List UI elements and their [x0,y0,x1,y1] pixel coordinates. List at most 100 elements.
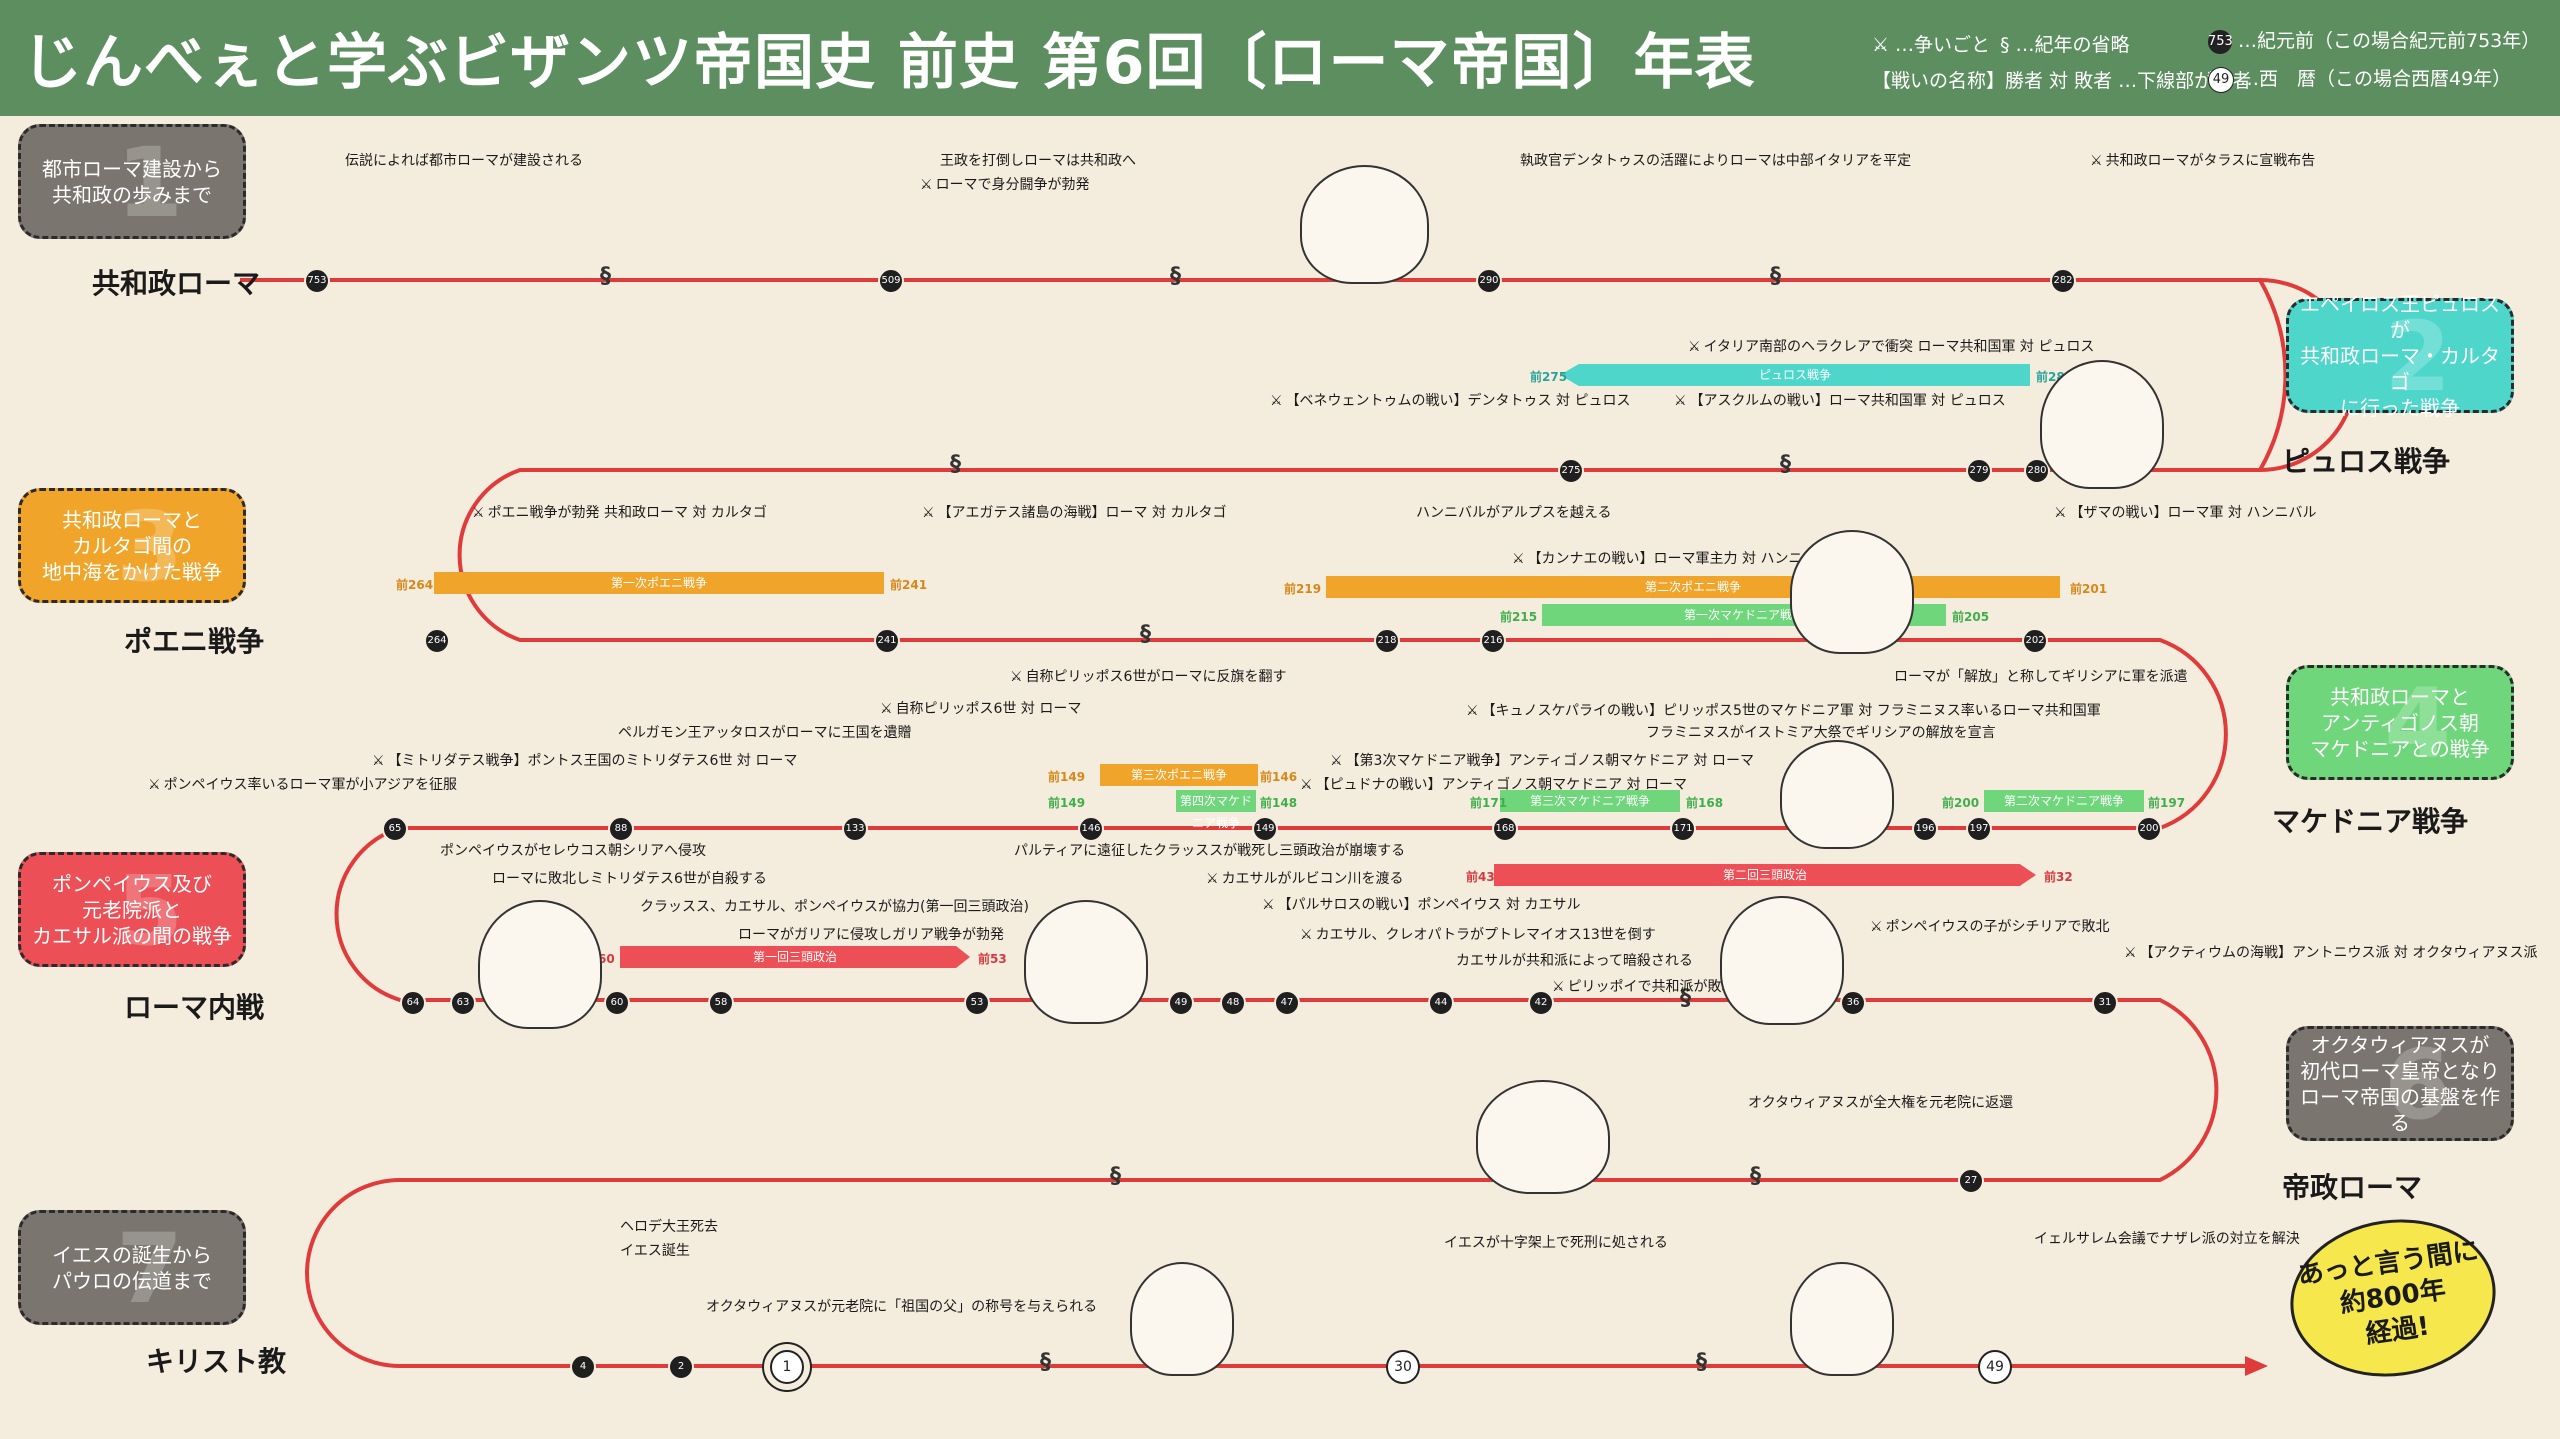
portrait-illustration [1720,896,1844,1025]
crossed-swords-icon: ⚔ [2090,153,2103,169]
event-label: ⚔【ベネウェントゥムの戦い】デンタトゥス 対 ピュロス [1270,393,1631,409]
timeline-node: 133 [842,816,868,842]
event-label: ⚔【ピュドナの戦い】アンティゴノス朝マケドニア 対 ローマ [1300,777,1688,793]
event-label: ⚔共和政ローマがタラスに宣戦布告 [2090,153,2316,169]
band-start-label: 前43 [1466,870,1495,884]
event-label: ローマが「解放」と称してギリシアに軍を派遣 [1894,669,2188,685]
timeline-node: 44 [1428,990,1454,1016]
timeline-node: 216 [1480,628,1506,654]
timeline-node: 218 [1374,628,1400,654]
break-mark-icon: § [950,452,961,477]
portrait-illustration [1300,165,1429,284]
event-label: 執政官デンタトゥスの活躍によりローマは中部イタリアを平定 [1520,153,1912,169]
crossed-swords-icon: ⚔ [1870,919,1883,935]
band-start-label: 前215 [1500,610,1538,624]
legend-battle: 【戦いの名称】勝者 対 敗者 …下線部が勝者 [1872,66,2251,93]
event-label: ⚔【アエガテス諸島の海戦】ローマ 対 カルタゴ [922,505,1227,521]
portrait-illustration [1780,740,1894,849]
timeline-node: 168 [1492,816,1518,842]
event-label: ポンペイウスがセレウコス朝シリアへ侵攻 [440,843,706,859]
timeline-node: 49 [1168,990,1194,1016]
event-label: ⚔【カンナエの戦い】ローマ軍主力 対 ハンニバル [1512,551,1831,567]
crossed-swords-icon: ⚔ [1466,703,1479,719]
event-label: ⚔【キュノスケパライの戦い】ピリッポス5世のマケドニア軍 対 フラミニヌス率いる… [1466,703,2101,719]
timeline-node: 47 [1274,990,1300,1016]
event-label: オクタウィアヌスが元老院に「祖国の父」の称号を与えられる [706,1299,1098,1315]
crossed-swords-icon: ⚔ [1262,897,1275,913]
band-start-label: 前171 [1470,796,1508,810]
timeline-node: 63 [450,990,476,1016]
band-end-label: 前197 [2148,796,2186,810]
crossed-swords-icon: ⚔ [1300,777,1313,793]
event-label: オクタウィアヌスが全大権を元老院に返還 [1748,1095,2014,1111]
timeline-node: 149 [1252,816,1278,842]
timeline-node: 53 [964,990,990,1016]
crossed-swords-icon: ⚔ [1512,551,1525,567]
header-bar: じんべぇと学ぶビザンツ帝国史 前史 第6回〔ローマ帝国〕年表 ⚔…争いごと §…… [0,0,2560,116]
event-label: ⚔【アスクルムの戦い】ローマ共和国軍 対 ピュロス [1674,393,2006,409]
band-start-label: 前200 [1942,796,1980,810]
period-band: 第二回三頭政治 [1494,864,2036,886]
legend-bc: 753…紀元前（この場合紀元前753年） [2208,29,2541,54]
event-label: ⚔【ミトリダテス戦争】ポントス王国のミトリダテス6世 対 ローマ [372,753,798,769]
event-label: ペルガモン王アッタロスがローマに王国を遺贈 [618,725,912,741]
band-end-label: 前146 [1260,770,1298,784]
break-mark-icon: § [1780,452,1791,477]
era-label-3: ポエニ戦争 [124,625,265,658]
break-mark-icon: § [1110,1164,1121,1189]
crossed-swords-icon: ⚔ [920,177,933,193]
portrait-illustration [1790,530,1914,654]
event-label: 王政を打倒しローマは共和政へ [940,153,1136,169]
timeline-node: 202 [2022,628,2048,654]
band-end-label: 前32 [2044,870,2073,884]
timeline-node: 36 [1840,990,1866,1016]
timeline-node: 279 [1966,458,1992,484]
break-mark-icon: § [1040,1350,1051,1375]
band-start-label: 前149 [1048,796,1086,810]
crossed-swords-icon: ⚔ [148,777,161,793]
band-start-label: 前264 [396,578,434,592]
band-end-label: 前53 [978,952,1007,966]
black-circle-icon: 753 [2208,29,2233,54]
timeline-node: 31 [2092,990,2118,1016]
timeline-node: 49 [1978,1350,2012,1384]
crossed-swords-icon: ⚔ [1872,34,1890,56]
band-end-label: 前205 [1952,610,1990,624]
event-label: 伝説によれば都市ローマが建設される [345,153,583,169]
band-start-label: 前149 [1048,770,1086,784]
timeline-node: 290 [1476,268,1502,294]
legend-break: §…紀年の省略 [2000,34,2130,56]
crossed-swords-icon: ⚔ [922,505,935,521]
break-mark-icon: § [2000,34,2010,56]
timeline-node: 58 [708,990,734,1016]
timeline-node: 264 [424,628,450,654]
break-mark-icon: § [1770,264,1781,289]
crossed-swords-icon: ⚔ [1674,393,1687,409]
timeline-node: 171 [1670,816,1696,842]
period-band: 第三次ポエニ戦争 [1100,764,1258,786]
timeline-node: 146 [1078,816,1104,842]
event-label: ⚔ポンペイウスの子がシチリアで敗北 [1870,919,2110,935]
band-start-label: 前219 [1284,582,1322,596]
period-band: ピュロス戦争 [1560,364,2030,386]
timeline-node: 27 [1958,1168,1984,1194]
period-band: 第三次マケドニア戦争 [1500,790,1680,812]
portrait-illustration [1130,1262,1234,1376]
era-label-4: マケドニア戦争 [2272,805,2469,838]
event-label: ⚔ピリッポイで共和派が敗北 [1552,979,1736,995]
page-title: じんべぇと学ぶビザンツ帝国史 前史 第6回〔ローマ帝国〕年表 [22,28,1756,98]
event-label: ヘロデ大王死去 [620,1219,718,1235]
band-end-label: 前148 [1260,796,1298,810]
portrait-illustration [1024,900,1148,1024]
timeline-node: 282 [2050,268,2076,294]
event-label: イエス誕生 [620,1243,690,1259]
timeline-node: 753 [304,268,330,294]
event-label: ⚔自称ピリッポス6世 対 ローマ [880,701,1082,717]
event-label: ⚔【ザマの戦い】ローマ軍 対 ハンニバル [2054,505,2317,521]
crossed-swords-icon: ⚔ [1688,339,1701,355]
event-label: ハンニバルがアルプスを越える [1416,505,1612,521]
